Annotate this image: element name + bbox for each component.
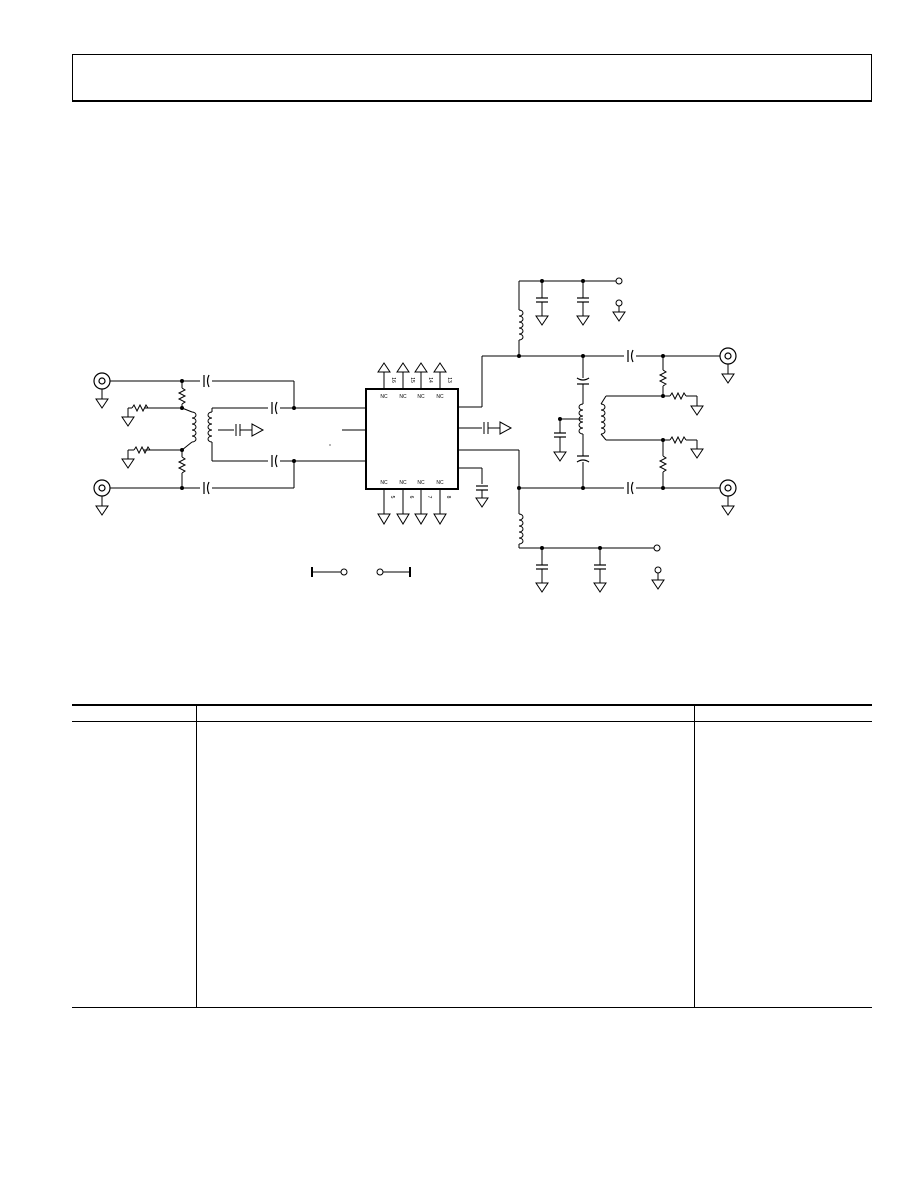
ground-icon	[95, 501, 109, 516]
table-header-cell	[693, 706, 872, 721]
pin-number: 16	[390, 377, 396, 383]
ground-icon	[553, 447, 567, 462]
pin-label: NC	[380, 480, 388, 486]
input-capacitor-p	[271, 401, 278, 415]
ground-icon	[535, 578, 549, 593]
ground-icon	[95, 394, 109, 409]
output-capacitor-bottom	[627, 481, 634, 495]
table-header-cell	[72, 706, 198, 721]
rf-input-connector-top	[93, 372, 111, 390]
ic-chip: NC 16 NC 15 NC 14 NC 13	[365, 362, 513, 525]
input-capacitor-top	[203, 374, 210, 388]
rf-input-connector-bottom	[93, 479, 111, 497]
output-network	[458, 277, 737, 593]
ground-icon	[721, 369, 735, 384]
rf-output-connector-top	[719, 347, 737, 365]
rf-output-connector-bottom	[719, 479, 737, 497]
legend-symbols	[311, 567, 411, 577]
pin-label: NC	[399, 394, 407, 400]
bill-of-materials-table	[72, 704, 872, 1008]
ground-icon	[535, 311, 549, 326]
pin-label: NC	[436, 394, 444, 400]
input-capacitor-bottom	[203, 481, 210, 495]
pin-label: NC	[436, 480, 444, 486]
ground-icon	[651, 575, 665, 590]
input-network	[93, 372, 366, 516]
pin-number: 5	[389, 496, 395, 499]
pin-number: 8	[445, 496, 451, 499]
pin-number: 14	[427, 377, 433, 383]
ic-bottom-pins: NC 5 NC 6 NC 7 NC 8	[377, 480, 451, 525]
output-capacitor-top	[627, 349, 634, 363]
ground-icon	[576, 311, 590, 326]
pin-number: 13	[446, 377, 452, 383]
pin-number: 6	[408, 496, 414, 499]
table-body	[72, 722, 872, 1008]
column-divider	[694, 704, 695, 1008]
ground-icon	[475, 493, 489, 508]
ic-top-pins: NC 16 NC 15 NC 14 NC 13	[377, 362, 452, 400]
ground-icon	[121, 454, 135, 469]
pin-label: NC	[417, 394, 425, 400]
table-header-row	[72, 704, 872, 722]
header-box	[72, 54, 872, 102]
ground-icon	[690, 444, 704, 459]
ground-icon	[121, 412, 135, 427]
table-header-cell	[198, 706, 693, 721]
ground-icon	[593, 578, 607, 593]
column-divider	[196, 704, 197, 1008]
ground-icon	[612, 307, 626, 322]
pin-label: NC	[380, 394, 388, 400]
ground-icon	[721, 501, 735, 516]
pin-label: NC	[399, 480, 407, 486]
ground-icon	[690, 401, 704, 416]
pin-number: 7	[426, 496, 432, 499]
pin-label: NC	[417, 480, 425, 486]
pin-number: 15	[409, 377, 415, 383]
input-capacitor-n	[271, 454, 278, 468]
